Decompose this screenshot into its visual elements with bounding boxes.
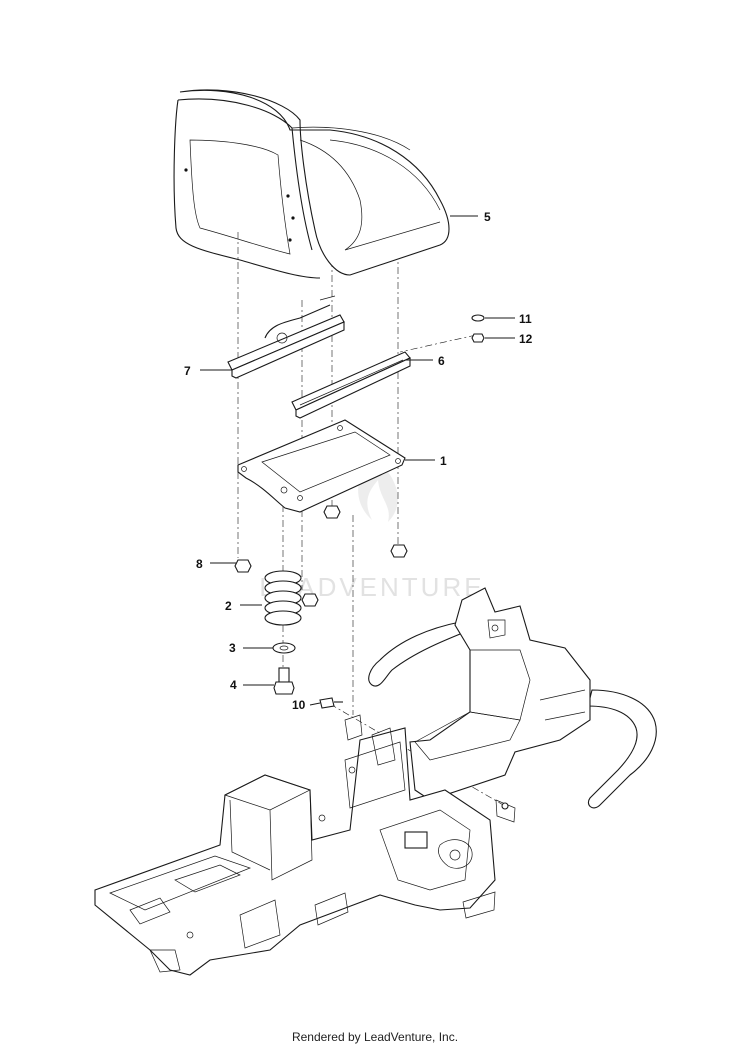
leader-lines (200, 215, 515, 706)
washer (272, 642, 296, 654)
seat (173, 89, 450, 279)
nut-8-center (323, 505, 341, 519)
callout-1: 1 (440, 454, 447, 468)
washer-11 (471, 314, 485, 322)
footer-credit: Rendered by LeadVenture, Inc. (291, 1030, 459, 1044)
callout-12: 12 (519, 332, 533, 346)
nut-8-left (234, 559, 252, 573)
bolt (273, 667, 295, 695)
callouts: 1 2 3 4 5 6 7 8 10 11 12 (184, 210, 533, 712)
callout-3: 3 (229, 641, 236, 655)
chassis (94, 714, 516, 976)
spring (264, 570, 302, 626)
seat-pan (237, 419, 406, 513)
nut-8-mid (301, 593, 319, 607)
callout-7: 7 (184, 364, 191, 378)
callout-2: 2 (225, 599, 232, 613)
nut-12 (471, 333, 485, 343)
nut-8-right (390, 544, 408, 558)
screw-10 (319, 697, 343, 709)
callout-11: 11 (519, 312, 532, 326)
seat-rail-right (291, 351, 411, 419)
callout-4: 4 (230, 678, 237, 692)
callout-8: 8 (196, 557, 203, 571)
callout-6: 6 (438, 354, 445, 368)
callout-10: 10 (292, 698, 306, 712)
seat-rail-left (227, 295, 345, 379)
seat-support-frame (409, 587, 591, 801)
callout-5: 5 (484, 210, 491, 224)
